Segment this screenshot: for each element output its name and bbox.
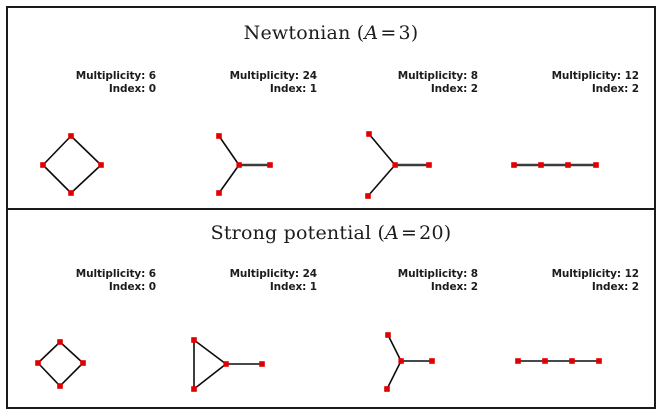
panel-title-strong-potential: Strong potential (A=20): [8, 222, 654, 244]
configuration-cell: Multiplicity: 8 Index: 2: [330, 8, 491, 208]
configuration-caption: Multiplicity: 6 Index: 0: [8, 268, 156, 294]
configuration-caption: Multiplicity: 12 Index: 2: [491, 70, 640, 96]
configuration-cell: Multiplicity: 12 Index: 2: [491, 210, 652, 407]
panel-title-variable: A: [385, 222, 400, 244]
configuration-caption: Multiplicity: 8 Index: 2: [330, 70, 478, 96]
configuration-graph: [169, 108, 330, 208]
collinear-graph-icon: [511, 162, 599, 168]
index-label: Index: 0: [108, 83, 156, 95]
configuration-graph: [169, 306, 330, 406]
multiplicity-label: Multiplicity: 12: [551, 70, 640, 82]
configuration-graph: [491, 306, 652, 406]
configuration-cell: Multiplicity: 24 Index: 1: [169, 210, 330, 407]
panel-title-operator: =: [380, 22, 397, 44]
configuration-graph: [491, 108, 652, 208]
figure-frame: Newtonian (A=3) Multiplicity: 6 Index: 0: [6, 6, 656, 409]
configuration-cell: Multiplicity: 24 Index: 1: [169, 8, 330, 208]
index-label: Index: 1: [269, 281, 317, 293]
panel-title-suffix: ): [443, 222, 452, 244]
index-label: Index: 2: [430, 281, 478, 293]
multiplicity-label: Multiplicity: 6: [75, 268, 156, 280]
configuration-graph: [330, 306, 491, 406]
collinear-graph-icon: [515, 358, 602, 364]
configuration-graph: [8, 306, 169, 406]
configuration-caption: Multiplicity: 8 Index: 2: [330, 268, 478, 294]
panel-title-prefix: Strong potential (: [210, 222, 386, 244]
configuration-graph: [330, 108, 491, 208]
multiplicity-label: Multiplicity: 6: [75, 70, 156, 82]
configuration-cell: Multiplicity: 6 Index: 0: [8, 210, 169, 407]
multiplicity-label: Multiplicity: 24: [229, 268, 318, 280]
diamond-graph-icon: [35, 339, 86, 389]
configuration-caption: Multiplicity: 12 Index: 2: [491, 268, 640, 294]
configuration-caption: Multiplicity: 24 Index: 1: [169, 70, 318, 96]
diamond-graph-icon: [40, 133, 104, 196]
configuration-cell: Multiplicity: 8 Index: 2: [330, 210, 491, 407]
y-shape-graph-icon: [216, 133, 273, 196]
y-shape-graph-icon: [365, 131, 432, 199]
panel-title-operator: =: [401, 222, 418, 244]
configuration-caption: Multiplicity: 24 Index: 1: [169, 268, 318, 294]
panel-title-suffix: ): [410, 22, 419, 44]
multiplicity-label: Multiplicity: 8: [397, 70, 478, 82]
panel-title-prefix: Newtonian (: [243, 22, 365, 44]
panel-title-newtonian: Newtonian (A=3): [8, 22, 654, 44]
panel-title-variable: A: [364, 22, 379, 44]
panel-strong-potential: Strong potential (A=20) Multiplicity: 6 …: [8, 208, 654, 407]
index-label: Index: 2: [591, 281, 639, 293]
panel-title-value: 3: [398, 22, 411, 44]
triangle-tail-graph-icon: [191, 337, 265, 392]
multiplicity-label: Multiplicity: 12: [551, 268, 640, 280]
index-label: Index: 0: [108, 281, 156, 293]
multiplicity-label: Multiplicity: 8: [397, 268, 478, 280]
panel-newtonian: Newtonian (A=3) Multiplicity: 6 Index: 0: [8, 8, 654, 208]
index-label: Index: 1: [269, 83, 317, 95]
configuration-caption: Multiplicity: 6 Index: 0: [8, 70, 156, 96]
configuration-grid-newtonian: Multiplicity: 6 Index: 0: [8, 8, 654, 208]
configuration-grid-strong-potential: Multiplicity: 6 Index: 0: [8, 210, 654, 407]
index-label: Index: 2: [591, 83, 639, 95]
configuration-cell: Multiplicity: 6 Index: 0: [8, 8, 169, 208]
panel-title-value: 20: [419, 222, 444, 244]
index-label: Index: 2: [430, 83, 478, 95]
configuration-graph: [8, 108, 169, 208]
y-shape-graph-icon: [384, 332, 435, 392]
multiplicity-label: Multiplicity: 24: [229, 70, 318, 82]
configuration-cell: Multiplicity: 12 Index: 2: [491, 8, 652, 208]
